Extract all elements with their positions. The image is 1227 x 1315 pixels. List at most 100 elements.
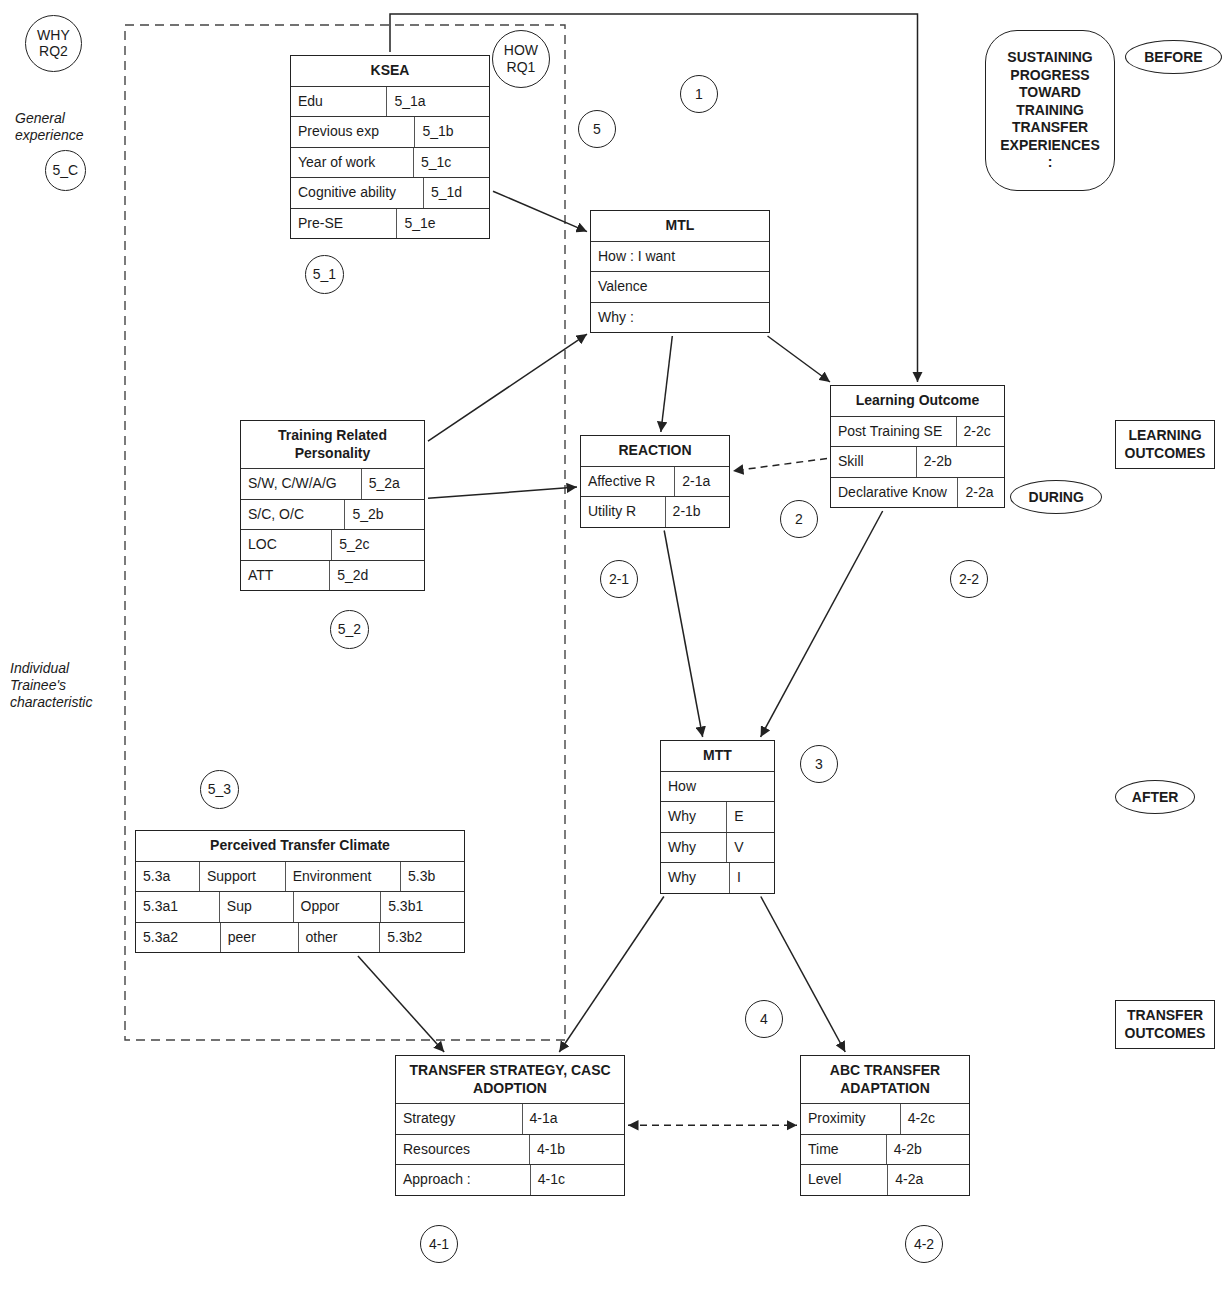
box-cell: Utility R: [581, 497, 665, 527]
arrow-connector: [358, 956, 444, 1052]
box-cell: Declarative Know: [831, 478, 957, 508]
shape-content: 1: [695, 86, 703, 103]
table-box: MTTHowWhyEWhyVWhyI: [660, 740, 775, 894]
table-row: Skill2-2b: [831, 446, 1004, 477]
table-row: Strategy4-1a: [396, 1103, 624, 1134]
box-cell: Oppor: [293, 892, 381, 922]
note-label: General experience: [15, 110, 115, 144]
callout-circle: 5: [578, 110, 616, 148]
table-box: Learning OutcomePost Training SE2-2cSkil…: [830, 385, 1005, 508]
table-row: ATT5_2d: [241, 560, 424, 591]
table-row: Level4-2a: [801, 1164, 969, 1195]
question-circle: HOWRQ1: [492, 30, 550, 88]
box-cell: Time: [801, 1135, 886, 1165]
box-cell: 5_2c: [331, 530, 424, 560]
shape-content: 4-1: [429, 1236, 449, 1253]
table-row: 5.3a1SupOppor5.3b1: [136, 891, 464, 922]
table-box: MTLHow : I wantValenceWhy :: [590, 210, 770, 333]
box-cell: Affective R: [581, 467, 674, 497]
shape-content: 3: [815, 756, 823, 773]
callout-number: 5_C: [53, 162, 79, 179]
callout-circle: 1: [680, 75, 718, 113]
table-row: KSEA: [291, 56, 489, 86]
table-box: KSEAEdu5_1aPrevious exp5_1bYear of work5…: [290, 55, 490, 239]
table-row: Declarative Know2-2a: [831, 477, 1004, 508]
shape-content: DURING: [1029, 489, 1084, 506]
box-cell: 4-1b: [529, 1135, 624, 1165]
box-cell: How: [661, 772, 774, 802]
box-cell: 4-1a: [522, 1104, 624, 1134]
dashed-boundary: [125, 25, 565, 1040]
arrow-connector: [559, 897, 664, 1053]
box-cell: 5_1d: [423, 178, 489, 208]
box-cell: Previous exp: [291, 117, 414, 147]
box-cell: 5.3b2: [379, 923, 464, 953]
phase-label: AFTER: [1132, 789, 1179, 806]
callout-number: HOW: [504, 42, 538, 59]
box-cell: Valence: [591, 272, 769, 302]
table-row: How: [661, 771, 774, 802]
box-cell: Why: [661, 802, 726, 832]
callout-circle: 5_3: [200, 770, 239, 809]
box-cell: Post Training SE: [831, 417, 956, 447]
table-row: Utility R2-1b: [581, 496, 729, 527]
table-row: Time4-2b: [801, 1134, 969, 1165]
title-text: SUSTAINING PROGRESS TOWARD TRAINING TRAN…: [1000, 49, 1100, 172]
callout-number: 2-2: [959, 571, 979, 588]
box-cell: V: [726, 833, 774, 863]
box-heading: KSEA: [291, 56, 489, 86]
title-cloud: SUSTAINING PROGRESS TOWARD TRAINING TRAN…: [985, 30, 1115, 191]
box-cell: 5.3a2: [136, 923, 220, 953]
callout-circle: 5_1: [305, 255, 344, 294]
box-cell: Year of work: [291, 148, 413, 178]
shape-content: 5: [593, 121, 601, 138]
table-row: Previous exp5_1b: [291, 116, 489, 147]
table-row: REACTION: [581, 436, 729, 466]
box-cell: 5.3a1: [136, 892, 219, 922]
table-row: S/W, C/W/A/G5_2a: [241, 468, 424, 499]
box-cell: Strategy: [396, 1104, 522, 1134]
box-cell: Sup: [219, 892, 293, 922]
box-heading: Training Related Personality: [241, 421, 424, 468]
table-row: S/C, O/C5_2b: [241, 499, 424, 530]
table-row: Why :: [591, 302, 769, 333]
callout-number: 3: [815, 756, 823, 773]
box-heading: Perceived Transfer Climate: [136, 831, 464, 861]
phase-label: DURING: [1029, 489, 1084, 506]
shape-content: BEFORE: [1144, 49, 1202, 66]
box-heading: MTT: [661, 741, 774, 771]
box-cell: 5_2b: [344, 500, 424, 530]
table-row: 5.3a2peerother5.3b2: [136, 922, 464, 953]
table-row: Cognitive ability5_1d: [291, 177, 489, 208]
table-row: LOC5_2c: [241, 529, 424, 560]
shape-content: 4: [760, 1011, 768, 1028]
table-row: Training Related Personality: [241, 421, 424, 468]
box-cell: Why :: [591, 303, 769, 333]
box-heading: ABC TRANSFER ADAPTATION: [801, 1056, 969, 1103]
box-cell: ATT: [241, 561, 329, 591]
table-box: Perceived Transfer Climate5.3aSupportEnv…: [135, 830, 465, 953]
phase-oval: DURING: [1010, 480, 1102, 514]
box-cell: 5_1b: [414, 117, 489, 147]
box-cell: 5_1e: [396, 209, 489, 239]
box-cell: 4-2b: [886, 1135, 969, 1165]
box-cell: Why: [661, 833, 726, 863]
shape-content: 5_2: [338, 621, 361, 638]
note-label: Individual Trainee's characteristic: [10, 660, 120, 710]
callout-number: 4-1: [429, 1236, 449, 1253]
shape-content: 2-2: [959, 571, 979, 588]
box-cell: S/W, C/W/A/G: [241, 469, 361, 499]
box-heading: LEARNING OUTCOMES: [1116, 421, 1214, 468]
table-row: Pre-SE5_1e: [291, 208, 489, 239]
shape-content: 5_C: [53, 162, 79, 179]
callout-number: 4: [760, 1011, 768, 1028]
phase-label: BEFORE: [1144, 49, 1202, 66]
table-row: Learning Outcome: [831, 386, 1004, 416]
shape-content: 5_1: [313, 266, 336, 283]
box-cell: 2-2b: [916, 447, 1004, 477]
box-heading: MTL: [591, 211, 769, 241]
callout-circle: 4: [745, 1000, 783, 1038]
box-cell: Approach :: [396, 1165, 530, 1195]
table-box: Training Related PersonalityS/W, C/W/A/G…: [240, 420, 425, 591]
